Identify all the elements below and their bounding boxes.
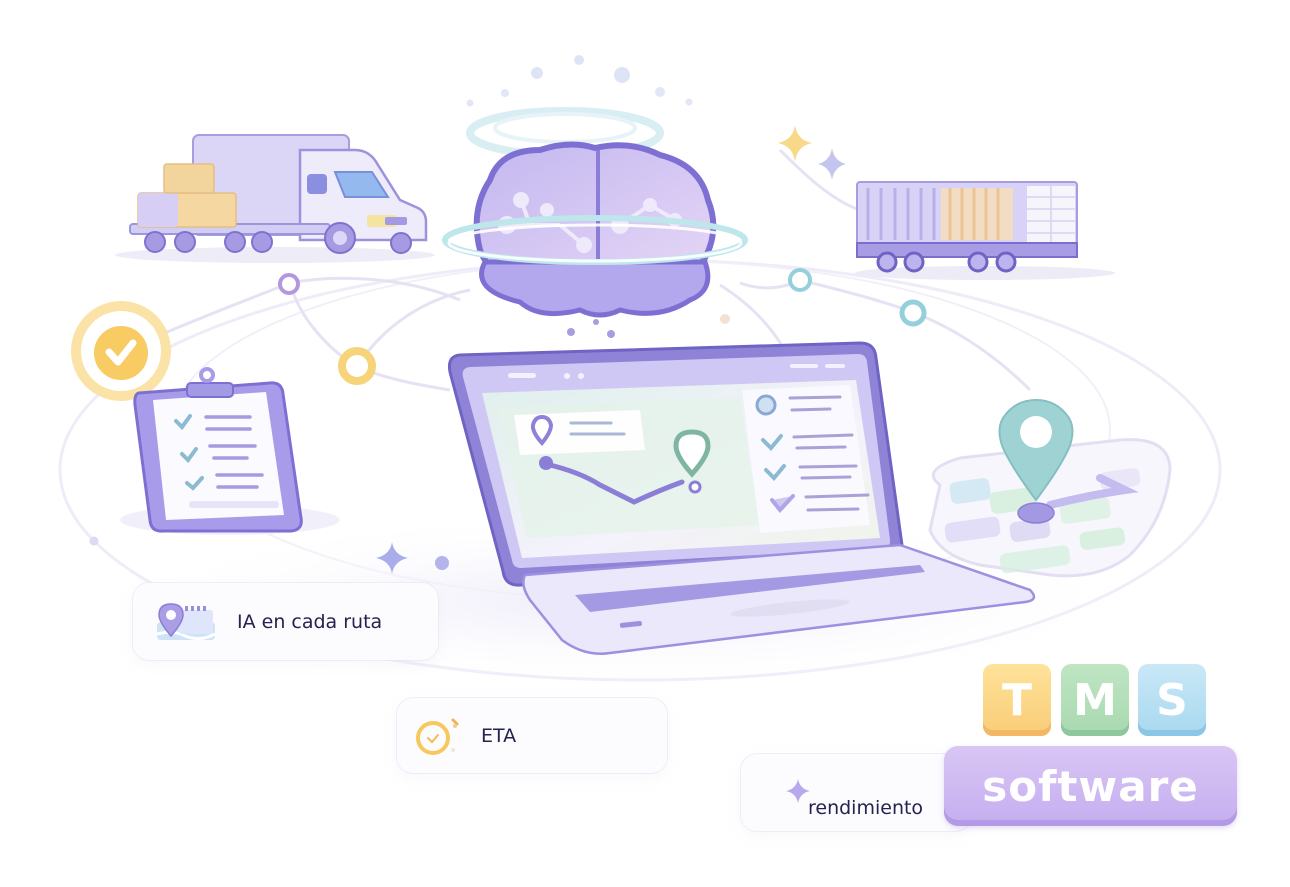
feature-card-label: IA en cada ruta (237, 610, 383, 633)
sparkle-purple (818, 148, 846, 180)
feature-card-label: ETA (481, 724, 517, 747)
feature-card-label: rendimiento (808, 797, 924, 819)
check-badge (71, 301, 171, 401)
logo-tile-t: T (983, 664, 1051, 736)
route-map (928, 398, 1172, 578)
delivery-truck (115, 134, 435, 263)
decor-dots (89, 55, 730, 570)
checklist-clipboard (120, 367, 340, 535)
clock-check-icon (413, 714, 463, 758)
laptop (448, 341, 1036, 655)
feature-card-route-ai: IA en cada ruta (133, 583, 438, 660)
logo-tile-s: S (1138, 664, 1206, 736)
sparkle-bottom (376, 542, 408, 574)
ai-brain (442, 107, 748, 318)
feature-card-eta: ETA (397, 698, 667, 773)
sparkle-yellow (778, 125, 812, 162)
feature-card-performance: rendimiento (741, 754, 971, 831)
logo-tile-m: M (1061, 664, 1129, 736)
map-pin-calendar-icon (155, 600, 217, 644)
logo-software-badge: software (944, 746, 1237, 826)
sparkle-icon (783, 776, 813, 806)
freight-railcar (855, 181, 1115, 280)
